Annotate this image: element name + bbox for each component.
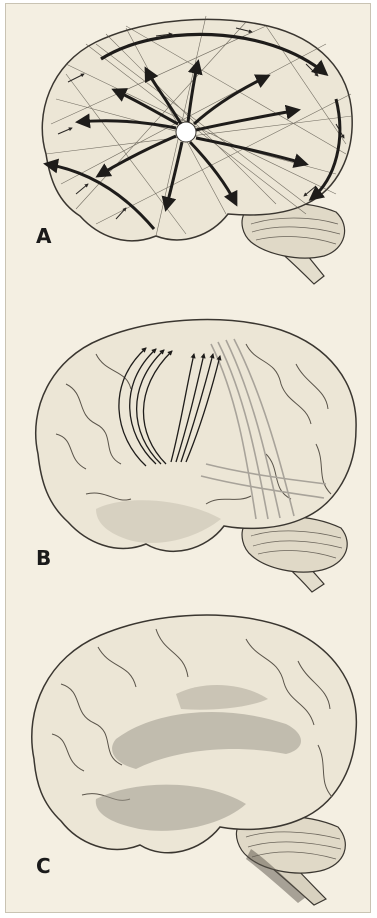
brain-c-illustration [6,599,372,909]
panel-label-b: B [36,546,52,570]
panel-label-c: C [36,854,51,878]
brain-b-illustration [6,304,372,599]
panel-label-a: A [36,224,52,248]
figure-page: A [5,3,371,913]
panel-b: B [6,304,372,599]
brain-a-illustration [6,4,372,304]
panel-c: C [6,599,372,909]
central-hub [176,122,196,142]
panel-a: A [6,4,372,304]
